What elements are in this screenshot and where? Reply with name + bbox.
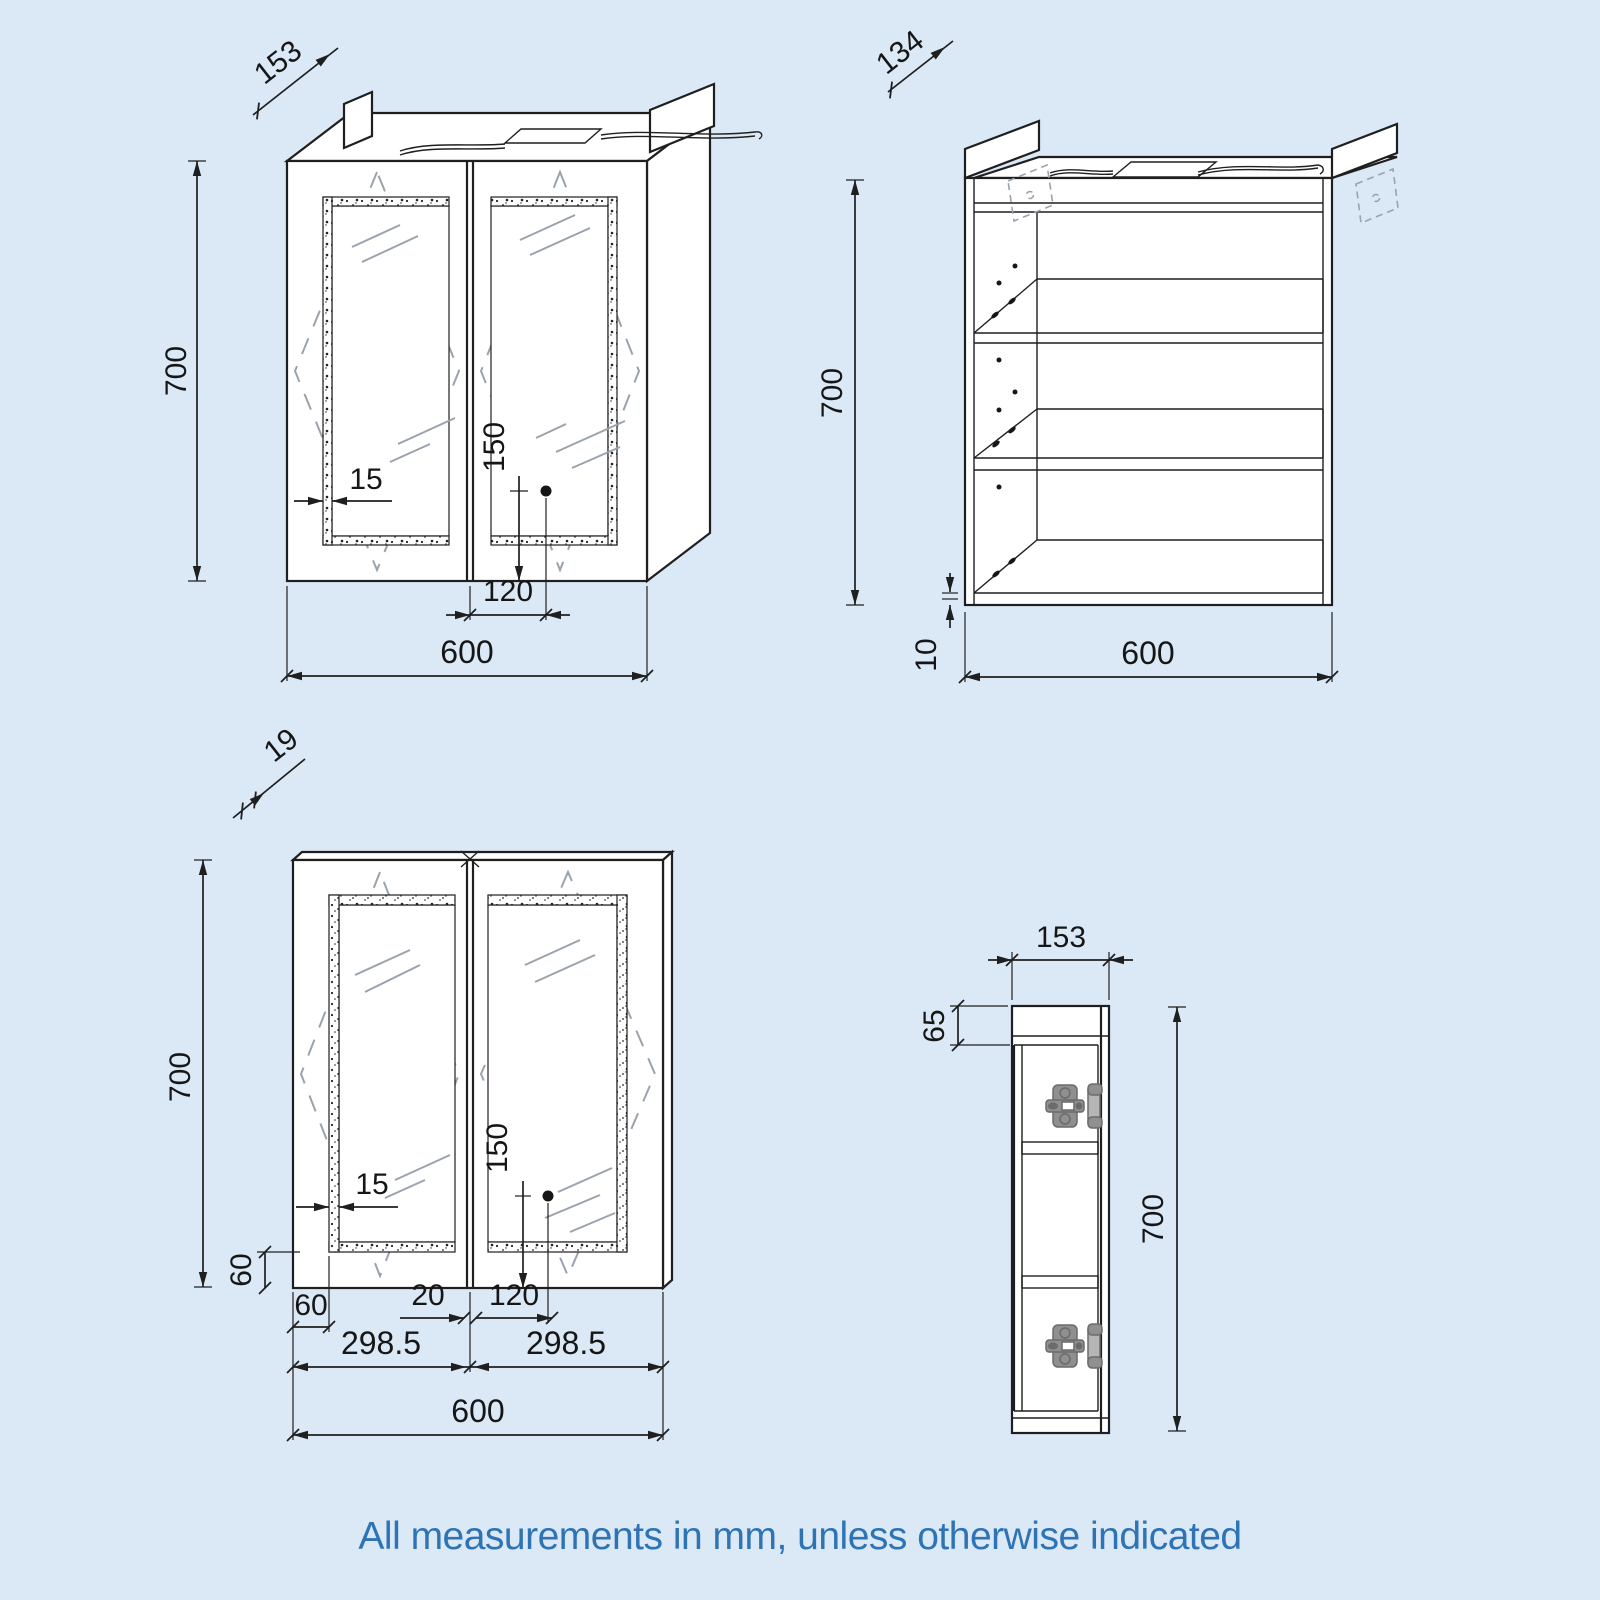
hinge-bottom bbox=[1045, 1323, 1103, 1369]
measurements-note: All measurements in mm, unless otherwise… bbox=[358, 1515, 1241, 1558]
dim-door-width-right: 298.5 bbox=[470, 1325, 670, 1374]
dim-depth: 153 bbox=[988, 921, 1133, 1000]
dim-mirror-border-label: 15 bbox=[349, 463, 382, 496]
wall-bracket-right bbox=[1355, 167, 1399, 225]
wall-bracket-left bbox=[1007, 163, 1054, 223]
view-side-section: 153 65 700 bbox=[918, 921, 1186, 1435]
dim-height: 700 bbox=[160, 160, 206, 582]
dim-mirror-border: 15 bbox=[294, 463, 392, 506]
dim-width: 600 bbox=[286, 1292, 670, 1442]
dim-width: 600 bbox=[958, 612, 1339, 684]
hinge-top bbox=[1045, 1083, 1103, 1129]
dim-width-label: 600 bbox=[440, 634, 493, 670]
dim-door-width-left-label: 298.5 bbox=[341, 1325, 421, 1361]
dim-sensor-height-label: 150 bbox=[478, 422, 511, 472]
dim-width-label: 600 bbox=[451, 1393, 504, 1429]
dim-mirror-border-label: 15 bbox=[355, 1168, 388, 1201]
dim-door-gap: 20 bbox=[400, 1279, 483, 1325]
shelf-pin-holes bbox=[991, 263, 1018, 578]
dim-mirror-margin-side-label: 60 bbox=[294, 1289, 327, 1322]
sensor-dot bbox=[540, 485, 552, 497]
dim-mirror-margin-bottom: 60 bbox=[225, 1245, 300, 1295]
dim-width-label: 600 bbox=[1121, 635, 1174, 671]
dim-sensor-offset-label: 120 bbox=[483, 575, 533, 608]
dim-sensor-offset: 120 bbox=[446, 498, 570, 622]
sensor-dot bbox=[542, 1190, 554, 1202]
dim-height: 700 bbox=[164, 859, 212, 1288]
view-front-perspective: 153 700 15 150 bbox=[160, 34, 763, 683]
dim-top-rail: 65 bbox=[918, 999, 1010, 1052]
dim-height-label: 700 bbox=[1137, 1194, 1170, 1244]
dim-height-label: 700 bbox=[160, 346, 193, 396]
dim-door-gap-label: 20 bbox=[411, 1279, 444, 1312]
dim-base-thickness-label: 10 bbox=[910, 638, 943, 671]
dim-height-label: 700 bbox=[816, 368, 849, 418]
dim-height: 700 bbox=[816, 179, 864, 606]
dim-top-rail-label: 65 bbox=[918, 1009, 951, 1042]
dim-height: 700 bbox=[1137, 1006, 1186, 1432]
dim-door-width-left: 298.5 bbox=[286, 1292, 477, 1374]
dim-sensor-offset: 120 bbox=[476, 1203, 559, 1325]
dim-mirror-border: 15 bbox=[296, 1168, 398, 1212]
dim-sensor-height: 150 bbox=[481, 1123, 531, 1288]
dim-sensor-offset-label: 120 bbox=[489, 1279, 539, 1312]
dim-base-thickness: 10 bbox=[910, 573, 958, 672]
dim-mirror-margin-bottom-label: 60 bbox=[225, 1253, 258, 1286]
dim-door-width-right-label: 298.5 bbox=[526, 1325, 606, 1361]
dim-width: 600 bbox=[280, 586, 654, 683]
dim-sensor-height: 150 bbox=[478, 422, 528, 581]
view-front-elevation: 19 700 15 150 bbox=[164, 722, 675, 1442]
dim-depth-label: 153 bbox=[1036, 921, 1086, 954]
dim-sensor-height-label: 150 bbox=[481, 1123, 514, 1173]
dim-height-label: 700 bbox=[164, 1052, 197, 1102]
